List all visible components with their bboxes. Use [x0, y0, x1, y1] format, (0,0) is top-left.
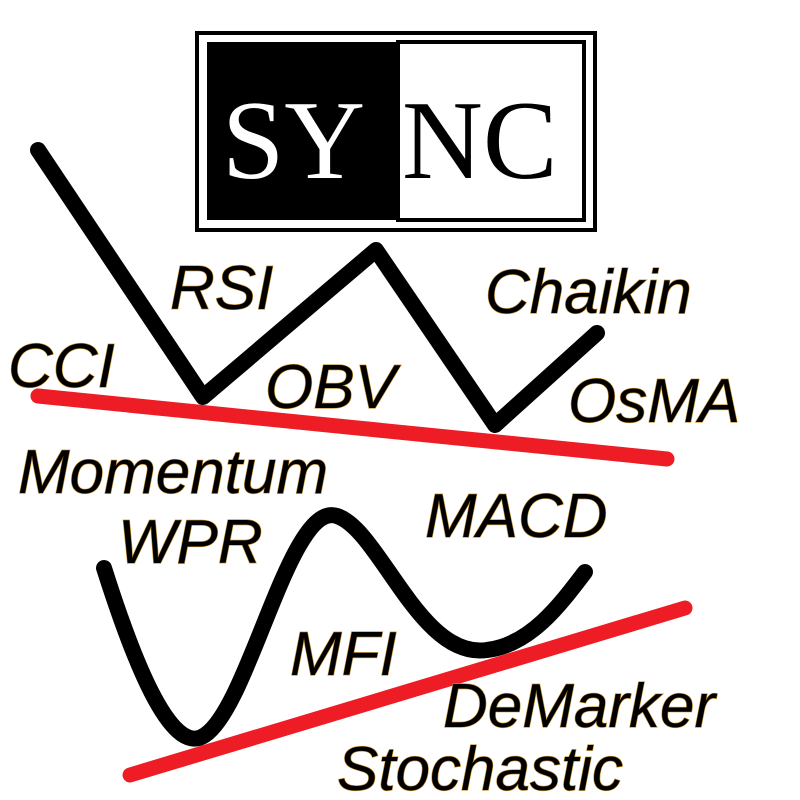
bottom-wave-line	[96, 507, 593, 747]
logo-outer-frame	[195, 31, 597, 232]
logo-dark-half	[207, 42, 398, 220]
sync-logo: SY NC	[195, 31, 597, 232]
top-wave-line	[30, 142, 605, 433]
bottom-trendline	[122, 600, 693, 783]
label-obv: OBV	[265, 353, 402, 422]
label-momentum: Momentum	[18, 438, 328, 507]
label-rsi: RSI	[170, 254, 273, 323]
label-osma: OsMA	[568, 367, 740, 436]
label-wpr: WPR	[118, 508, 263, 577]
top-trendline	[30, 388, 675, 467]
logo-light-half	[396, 40, 586, 222]
logo-left-text: SY	[222, 79, 365, 203]
label-macd: MACD	[425, 482, 608, 551]
label-chaikin: Chaikin	[485, 258, 692, 327]
logo-right-text: NC	[402, 79, 558, 203]
label-stochastic: Stochastic	[337, 735, 623, 800]
label-mfi: MFI	[290, 620, 397, 689]
label-demarker: DeMarker	[443, 672, 718, 741]
label-cci: CCI	[8, 332, 115, 401]
